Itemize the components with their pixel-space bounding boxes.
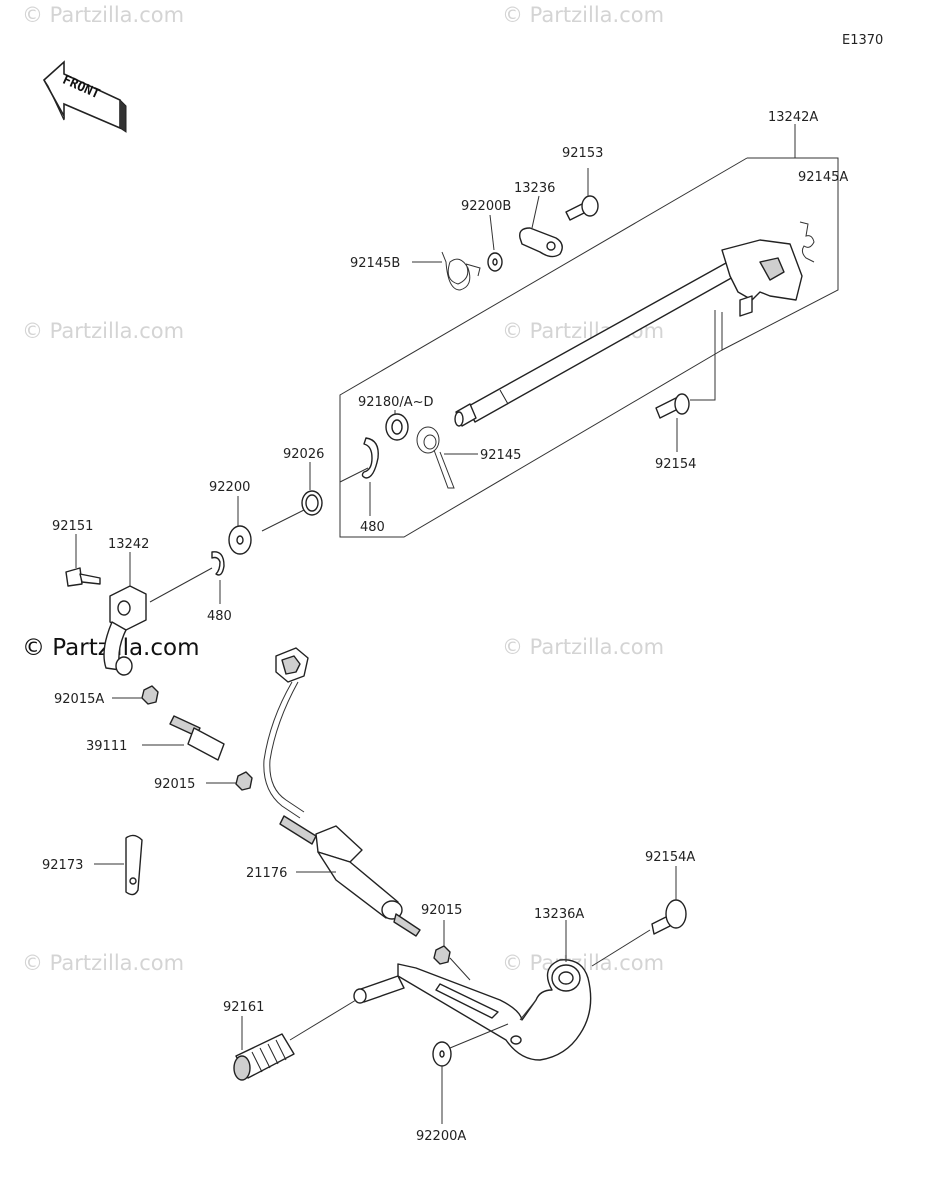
label-92145B: 92145B — [350, 256, 400, 271]
nut-92015 — [235, 771, 253, 791]
watermark: © Partzilla.com — [502, 635, 664, 659]
label-92154: 92154 — [655, 457, 696, 472]
diagram-code: E1370 — [842, 33, 883, 48]
label-92015-lower: 92015 — [421, 903, 462, 918]
label-13242: 13242 — [108, 537, 149, 552]
circlip-480-upper — [361, 437, 379, 479]
pin-92173 — [125, 834, 143, 896]
watermark: © Partzilla.com — [22, 3, 184, 27]
label-480-lower: 480 — [207, 609, 232, 624]
watermark: © Partzilla.com — [502, 3, 664, 27]
bolt-92151 — [65, 567, 101, 587]
label-92026: 92026 — [283, 447, 324, 462]
label-92015: 92015 — [154, 777, 195, 792]
switch-wire — [263, 647, 309, 819]
assembly-boundary — [339, 157, 839, 538]
label-92154A: 92154A — [645, 850, 695, 865]
shift-rod-21176 — [279, 815, 421, 937]
pedal-pin-92161 — [233, 975, 405, 1081]
spring-92145 — [416, 426, 455, 489]
part-labels: 13242A 92153 92145A 13236 92200B 92145B … — [42, 110, 848, 1144]
bolt-92154 — [655, 393, 690, 419]
plate-13236 — [519, 227, 563, 258]
nut-92015A — [141, 685, 159, 705]
label-92145A: 92145A — [798, 170, 848, 185]
label-92151: 92151 — [52, 519, 93, 534]
bolt-92153 — [565, 195, 599, 221]
spring-92145A — [799, 221, 815, 263]
watermark: © Partzilla.com — [22, 319, 184, 343]
label-92173: 92173 — [42, 858, 83, 873]
tie-rod-39111 — [169, 715, 225, 761]
label-21176: 21176 — [246, 866, 287, 881]
nut-92015-lower — [433, 945, 451, 965]
label-92145: 92145 — [480, 448, 521, 463]
label-92200A: 92200A — [416, 1129, 466, 1144]
label-92180: 92180/A~D — [358, 395, 434, 410]
label-92015A: 92015A — [54, 692, 104, 707]
label-480-upper: 480 — [360, 520, 385, 535]
label-92200: 92200 — [209, 480, 250, 495]
circlip-480-lower — [211, 551, 225, 576]
label-13236A: 13236A — [534, 907, 584, 922]
label-13236: 13236 — [514, 181, 555, 196]
shift-shaft — [454, 239, 803, 427]
label-92200B: 92200B — [461, 199, 511, 214]
label-92153: 92153 — [562, 146, 603, 161]
pedal-arm-13236A — [397, 959, 592, 1061]
watermark: © Partzilla.com — [22, 951, 184, 975]
shift-lever-13242 — [103, 585, 147, 676]
label-92161: 92161 — [223, 1000, 264, 1015]
label-13242A: 13242A — [768, 110, 818, 125]
bolt-92154A — [651, 899, 687, 935]
front-arrow-icon: FRONT — [42, 60, 127, 133]
spring-92145B — [441, 251, 481, 291]
label-39111: 39111 — [86, 739, 127, 754]
